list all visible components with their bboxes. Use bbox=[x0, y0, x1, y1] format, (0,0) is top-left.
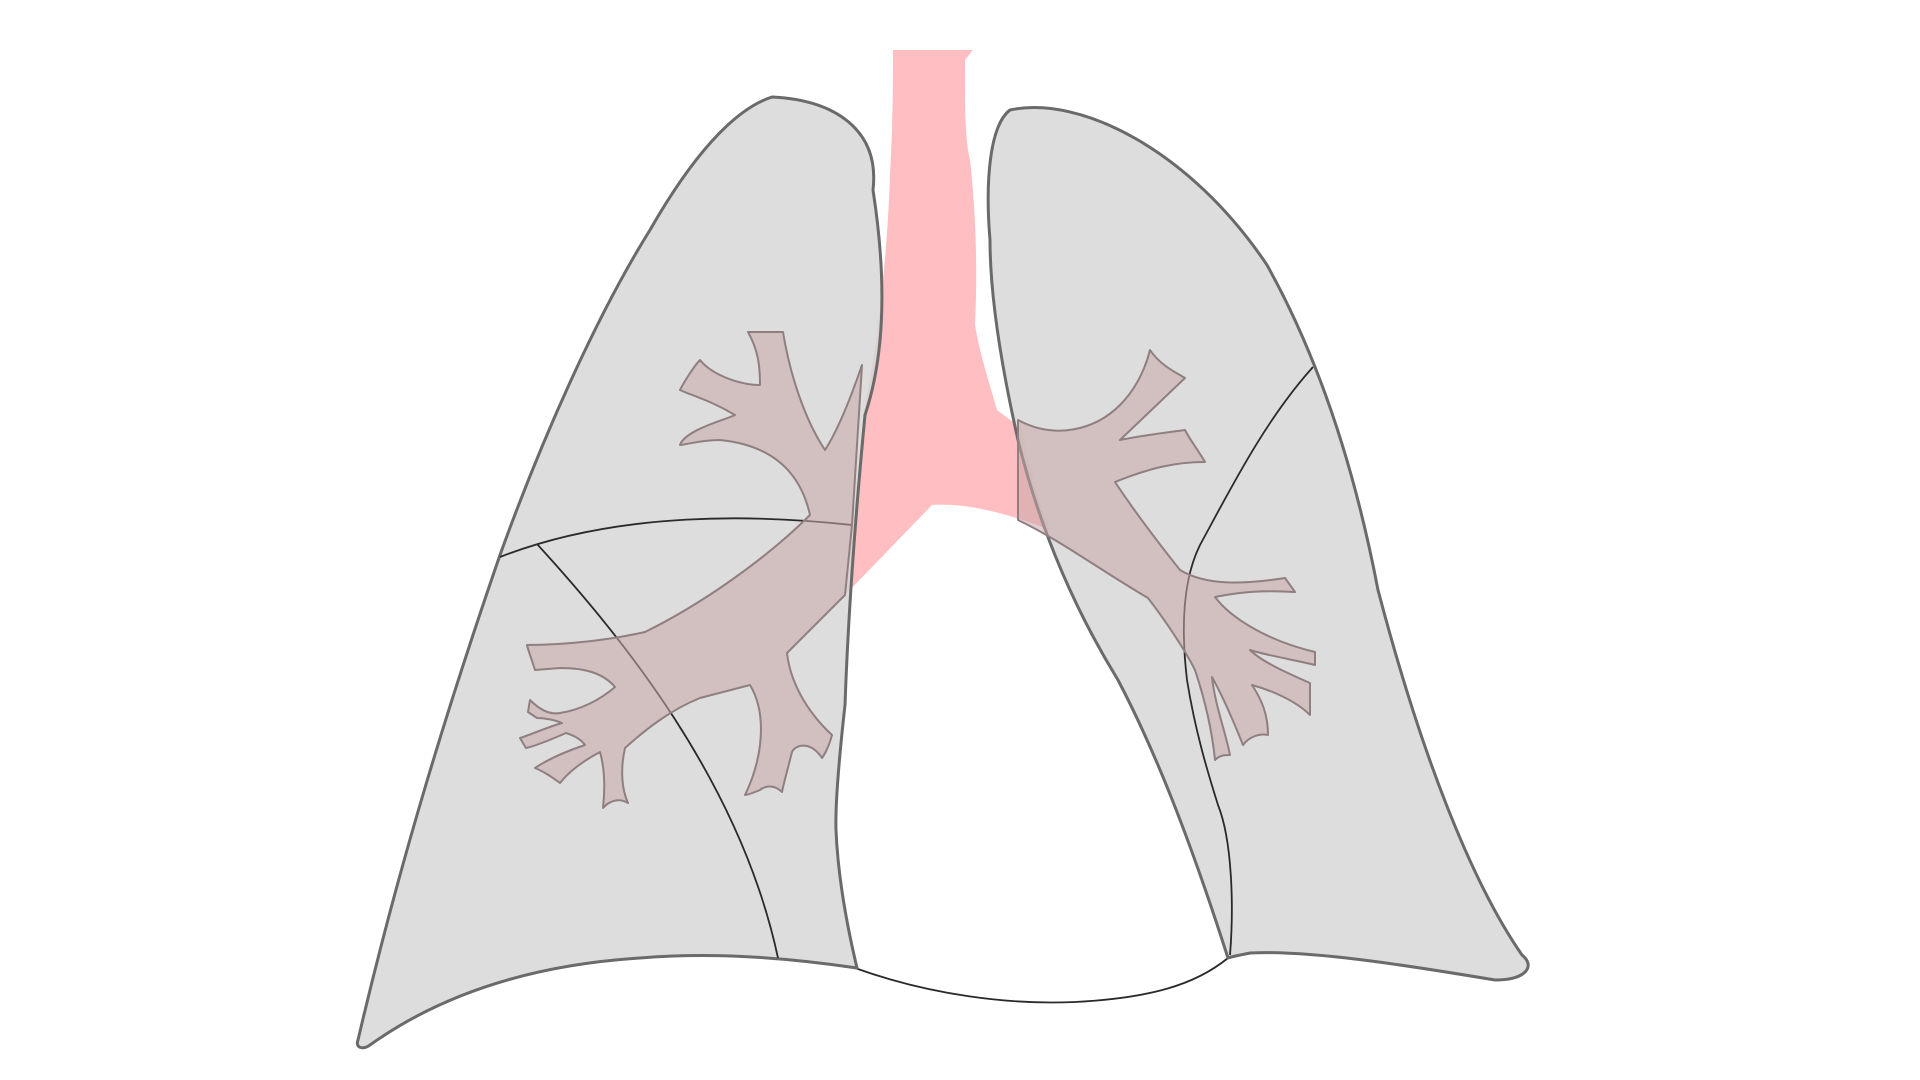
right-oblique-fissure bbox=[536, 543, 779, 959]
left-oblique-fissure bbox=[1183, 366, 1314, 956]
left-lung bbox=[986, 106, 1530, 982]
mediastinum-lower-border bbox=[854, 957, 1229, 1004]
trachea bbox=[845, 50, 1050, 595]
right-bronchial-tree bbox=[519, 331, 863, 809]
left-bronchial-tree bbox=[1017, 349, 1316, 761]
